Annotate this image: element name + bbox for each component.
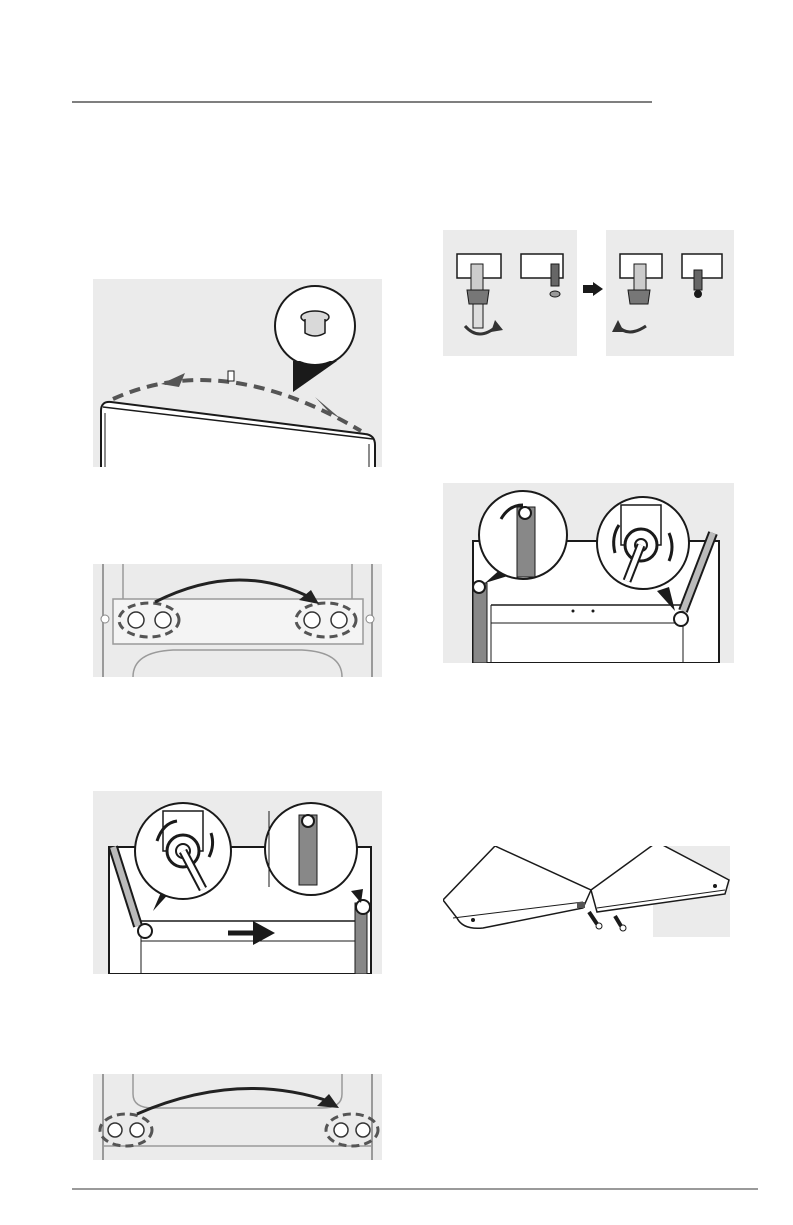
figure-move-door-stops-bottom <box>93 1074 382 1160</box>
figure-remove-hinge-screws <box>93 791 382 974</box>
arrow-icon <box>583 282 603 296</box>
plug-cap-icon <box>93 279 382 467</box>
figure-swap-hinge-pins-right <box>606 230 734 356</box>
screwdriver-icon <box>93 791 382 974</box>
screw-icon <box>443 846 730 937</box>
header-rule <box>72 101 652 103</box>
screwdriver-icon <box>443 483 734 663</box>
figure-attach-cover-screws <box>443 846 730 937</box>
hinge-bracket-icon <box>443 230 577 356</box>
curved-arrow-icon <box>93 1074 382 1160</box>
figure-move-door-stops-top <box>93 564 382 677</box>
figure-reinstall-hinges <box>443 483 734 663</box>
curved-arrow-icon <box>93 564 382 677</box>
figure-remove-plug-cap <box>93 279 382 467</box>
footer-rule <box>72 1188 758 1190</box>
figure-swap-hinge-pins-left <box>443 230 577 356</box>
hinge-bracket-icon <box>606 230 734 356</box>
